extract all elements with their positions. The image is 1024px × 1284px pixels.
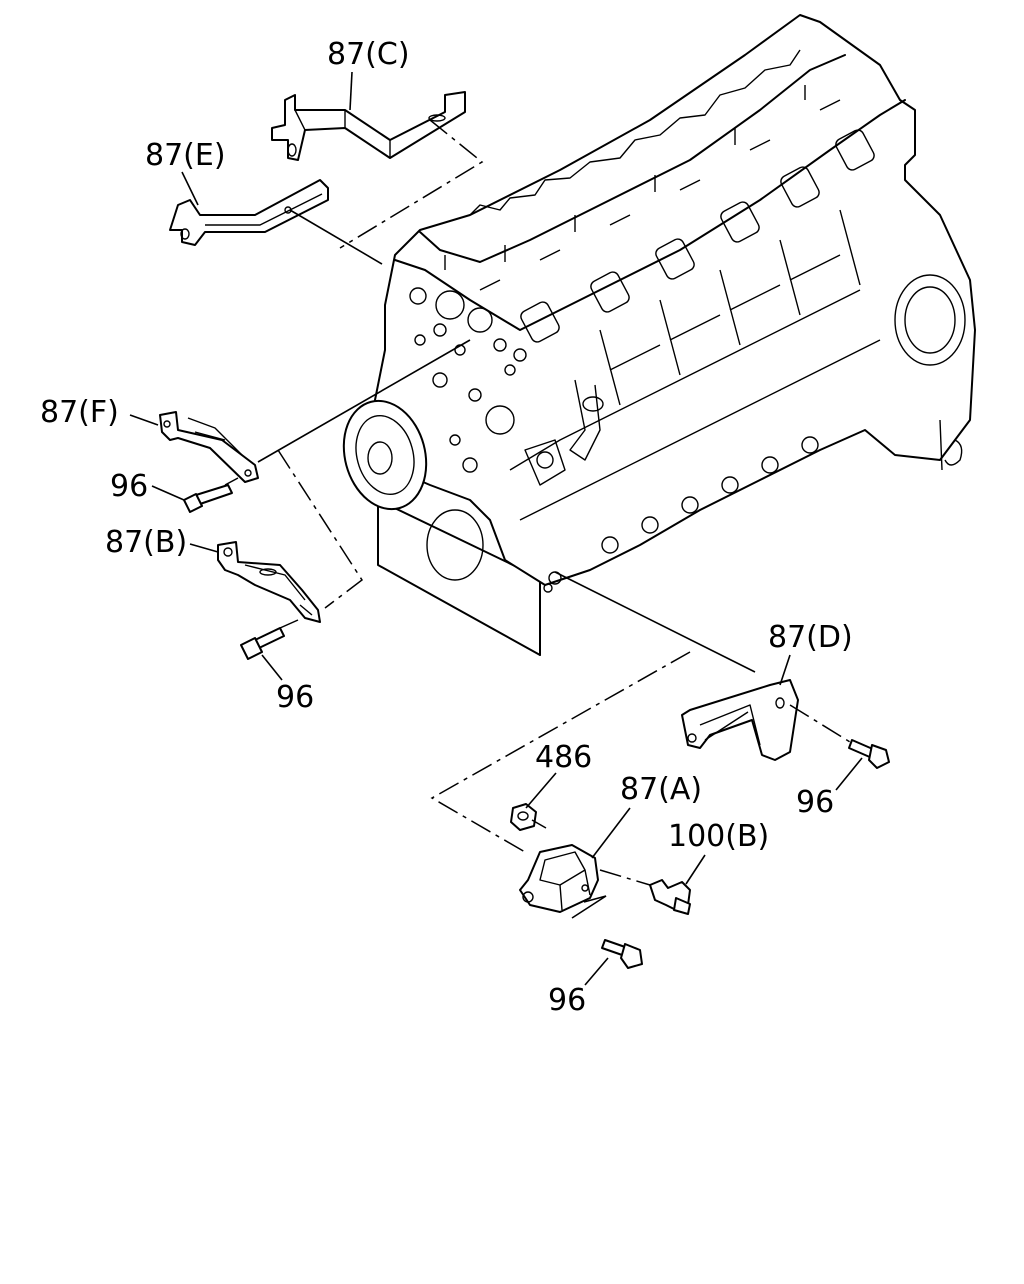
- bracket-87a: [519, 844, 599, 913]
- bolt-96-mid: [240, 627, 285, 660]
- label-486: 486: [535, 740, 592, 775]
- bracket-87d: [681, 679, 799, 761]
- bolt-96-upper: [183, 484, 233, 513]
- bracket-87f: [159, 411, 259, 483]
- nut-486: [510, 803, 537, 831]
- label-100b: 100(B): [668, 819, 769, 854]
- label-87d: 87(D): [768, 620, 853, 655]
- callout-leaders: [129, 71, 863, 986]
- label-87c: 87(C): [327, 37, 410, 72]
- bolt-96-lower: [601, 939, 643, 969]
- sensor-100b: [649, 879, 691, 915]
- label-96-right: 96: [796, 785, 834, 820]
- bracket-87b: [217, 541, 321, 623]
- label-87a: 87(A): [620, 772, 702, 807]
- crank-pulley: [342, 399, 428, 511]
- label-87f: 87(F): [40, 395, 119, 430]
- label-96-upper: 96: [110, 469, 148, 504]
- callout-labels: 87(C) 87(E) 87(F) 96 87(B) 96 87(D) 96 4…: [40, 37, 853, 1018]
- label-87b: 87(B): [105, 525, 187, 560]
- assembly-lines: [224, 119, 851, 919]
- bracket-87c: [271, 91, 466, 161]
- label-87e: 87(E): [145, 138, 226, 173]
- bolt-96-right: [848, 739, 890, 769]
- label-96-mid: 96: [276, 680, 314, 715]
- bracket-87e: [169, 179, 329, 246]
- label-96-lower: 96: [548, 983, 586, 1018]
- engine-block: [342, 14, 976, 656]
